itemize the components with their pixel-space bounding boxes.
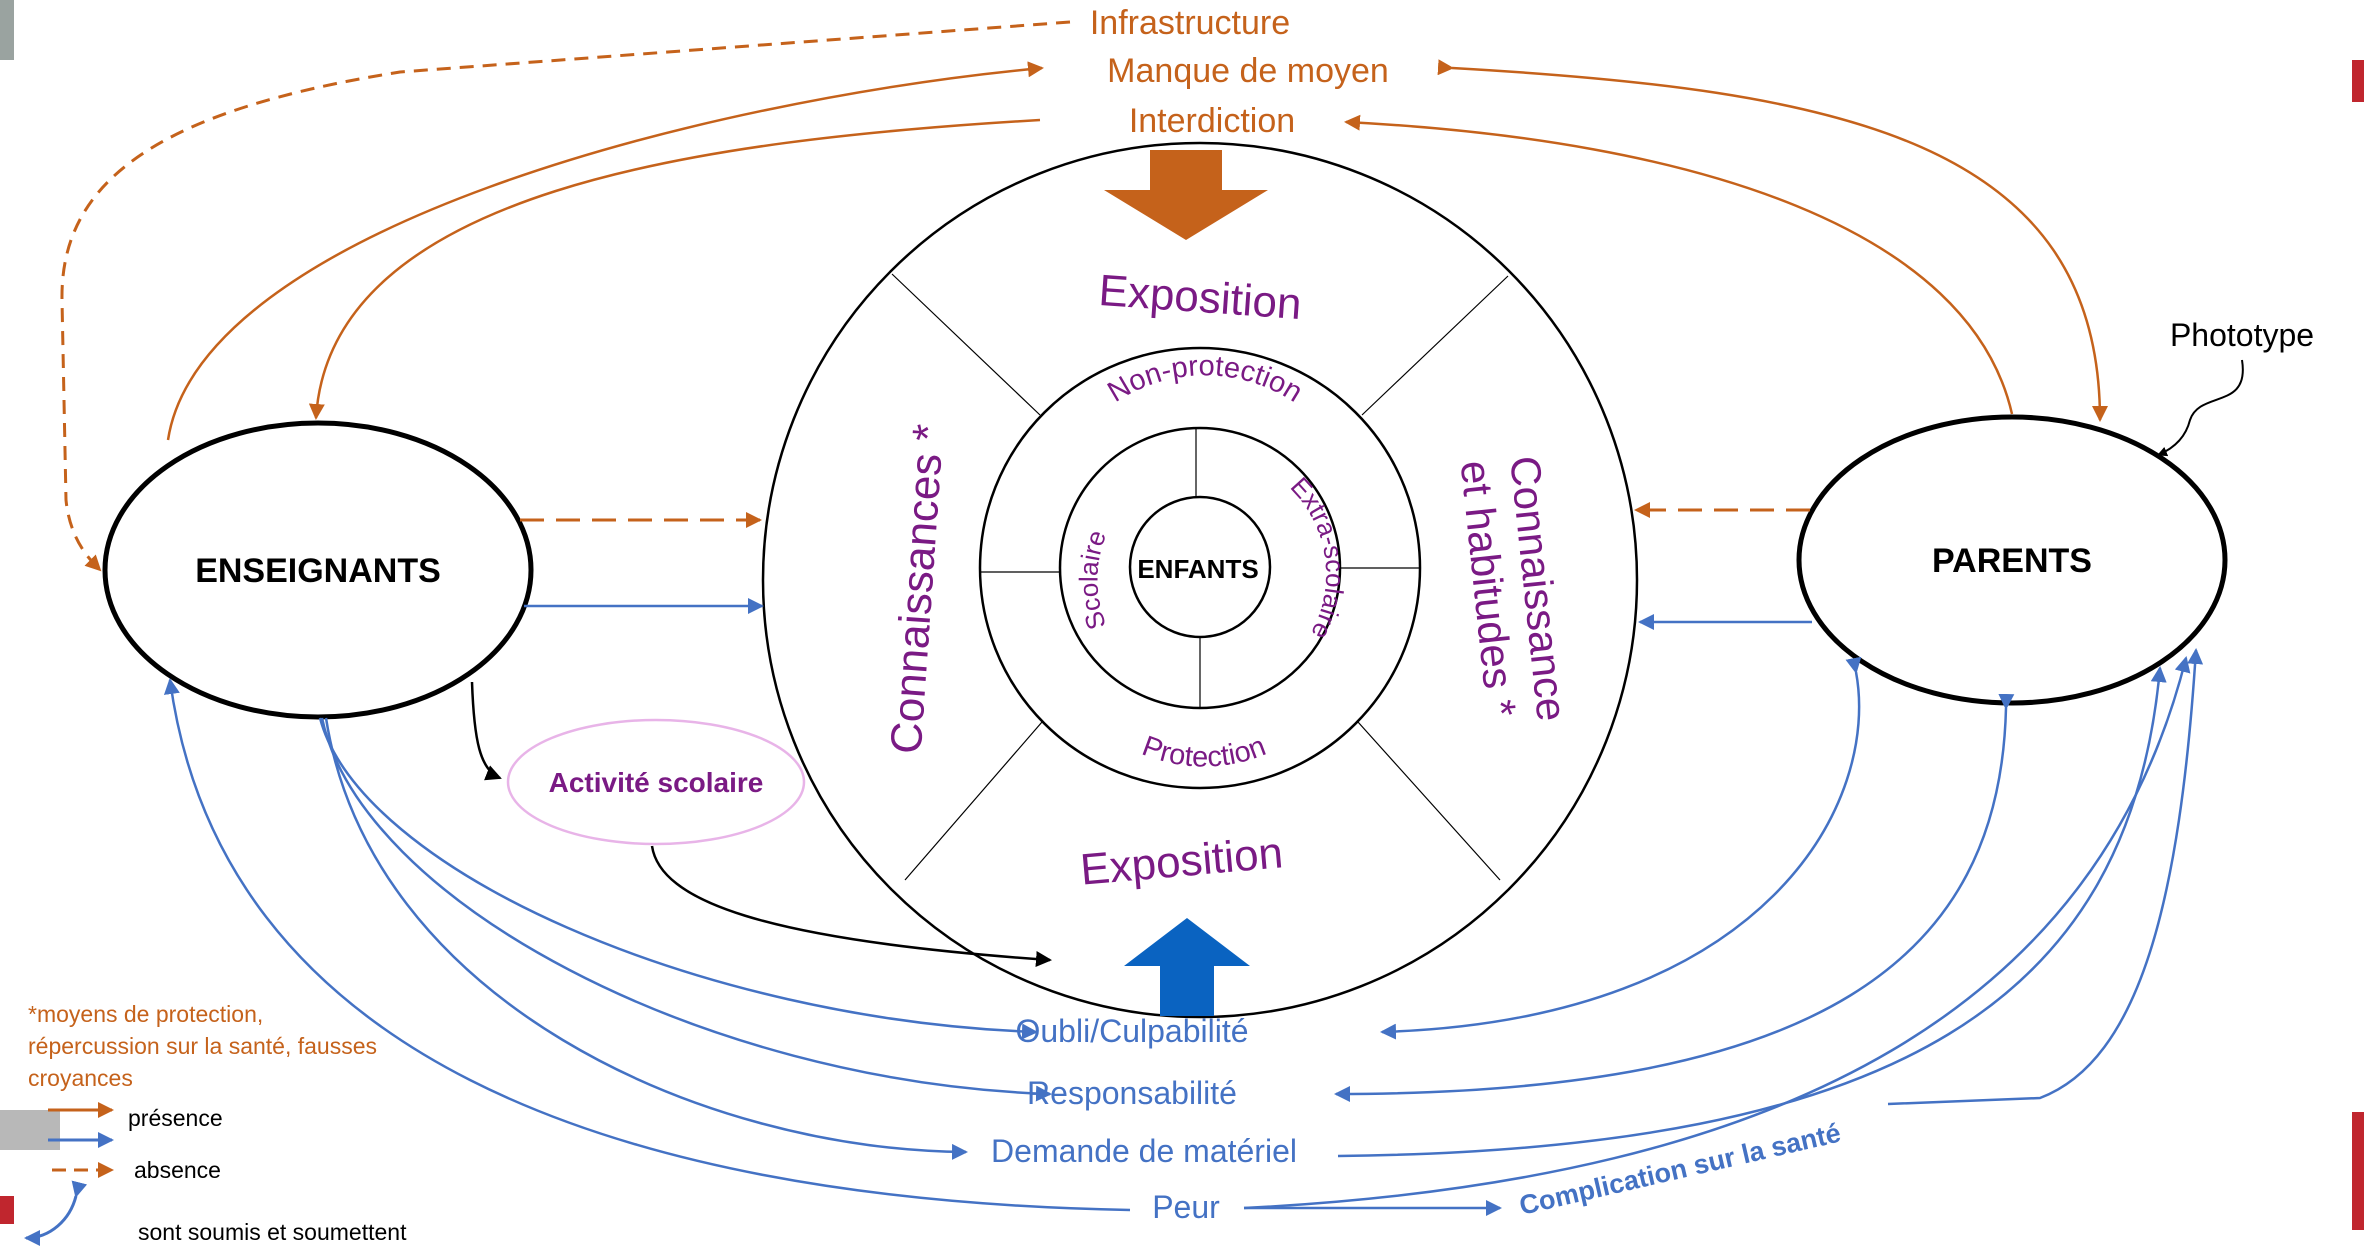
edge-red-bar-bottom	[2352, 1112, 2364, 1230]
enseignants-to-responsabilite	[320, 717, 1052, 1102]
edge-photo-fragment	[0, 0, 14, 60]
parents-label: PARENTS	[1932, 542, 2092, 580]
demande-to-parents	[1337, 666, 2167, 1158]
complication-to-parents	[1887, 648, 2204, 1106]
legend-absence-label: absence	[134, 1157, 221, 1183]
phototype-label: Phototype	[2170, 317, 2314, 353]
enseignants-to-demande	[324, 717, 968, 1160]
legend-note-line2: répercussion sur la santé, fausses	[28, 1033, 377, 1059]
enfants-label: ENFANTS	[1137, 554, 1258, 584]
manque-de-moyen-label: Manque de moyen	[1107, 52, 1389, 90]
phototype-arrow	[2157, 359, 2244, 457]
responsabilite-label: Responsabilité	[1027, 1075, 1237, 1111]
demande-de-materiel-label: Demande de matériel	[991, 1133, 1297, 1169]
legend-note-line3: croyances	[28, 1065, 133, 1091]
oubli-culpabilite-label: Oubli/Culpabilité	[1015, 1013, 1248, 1049]
legend-note-line1: *moyens de protection,	[28, 1001, 263, 1027]
legend-presence-label: présence	[128, 1105, 223, 1131]
responsabilite-parents-link	[1334, 693, 2015, 1102]
enseignants-to-oubli	[318, 717, 1038, 1040]
interdiction-to-enseignants	[308, 118, 1041, 420]
infrastructure-to-enseignants-dashed	[60, 20, 1071, 572]
enseignants-label: ENSEIGNANTS	[195, 552, 441, 590]
parents-to-interdiction	[1344, 114, 2014, 415]
peur-to-parents	[1243, 656, 2191, 1210]
edge-red-bar-top	[2352, 60, 2364, 102]
peur-label: Peur	[1152, 1189, 1220, 1225]
edge-grey-block	[0, 1110, 60, 1150]
enseignants-ellipse	[102, 420, 534, 720]
legend-soumis-label: sont soumis et soumettent	[138, 1219, 407, 1245]
activite-scolaire-label: Activité scolaire	[549, 767, 764, 798]
peur-to-enseignants	[163, 678, 1131, 1212]
activite-to-exposition	[650, 845, 1052, 968]
top-exposure-arrow	[1104, 150, 1268, 240]
legend-soumis-arrow	[24, 1180, 88, 1246]
interdiction-label: Interdiction	[1129, 102, 1295, 140]
bottom-exposure-arrow	[1124, 918, 1250, 1016]
enseignants-to-activite	[470, 681, 502, 781]
manque-parents-link	[1437, 59, 2108, 422]
infrastructure-label: Infrastructure	[1090, 4, 1290, 42]
divider-outer-bl	[904, 721, 1043, 881]
enseignants-to-manque	[166, 61, 1044, 441]
edge-red-bar-left	[0, 1196, 14, 1224]
divider-outer-tl	[891, 273, 1041, 416]
activite-scolaire-ellipse	[506, 718, 806, 846]
